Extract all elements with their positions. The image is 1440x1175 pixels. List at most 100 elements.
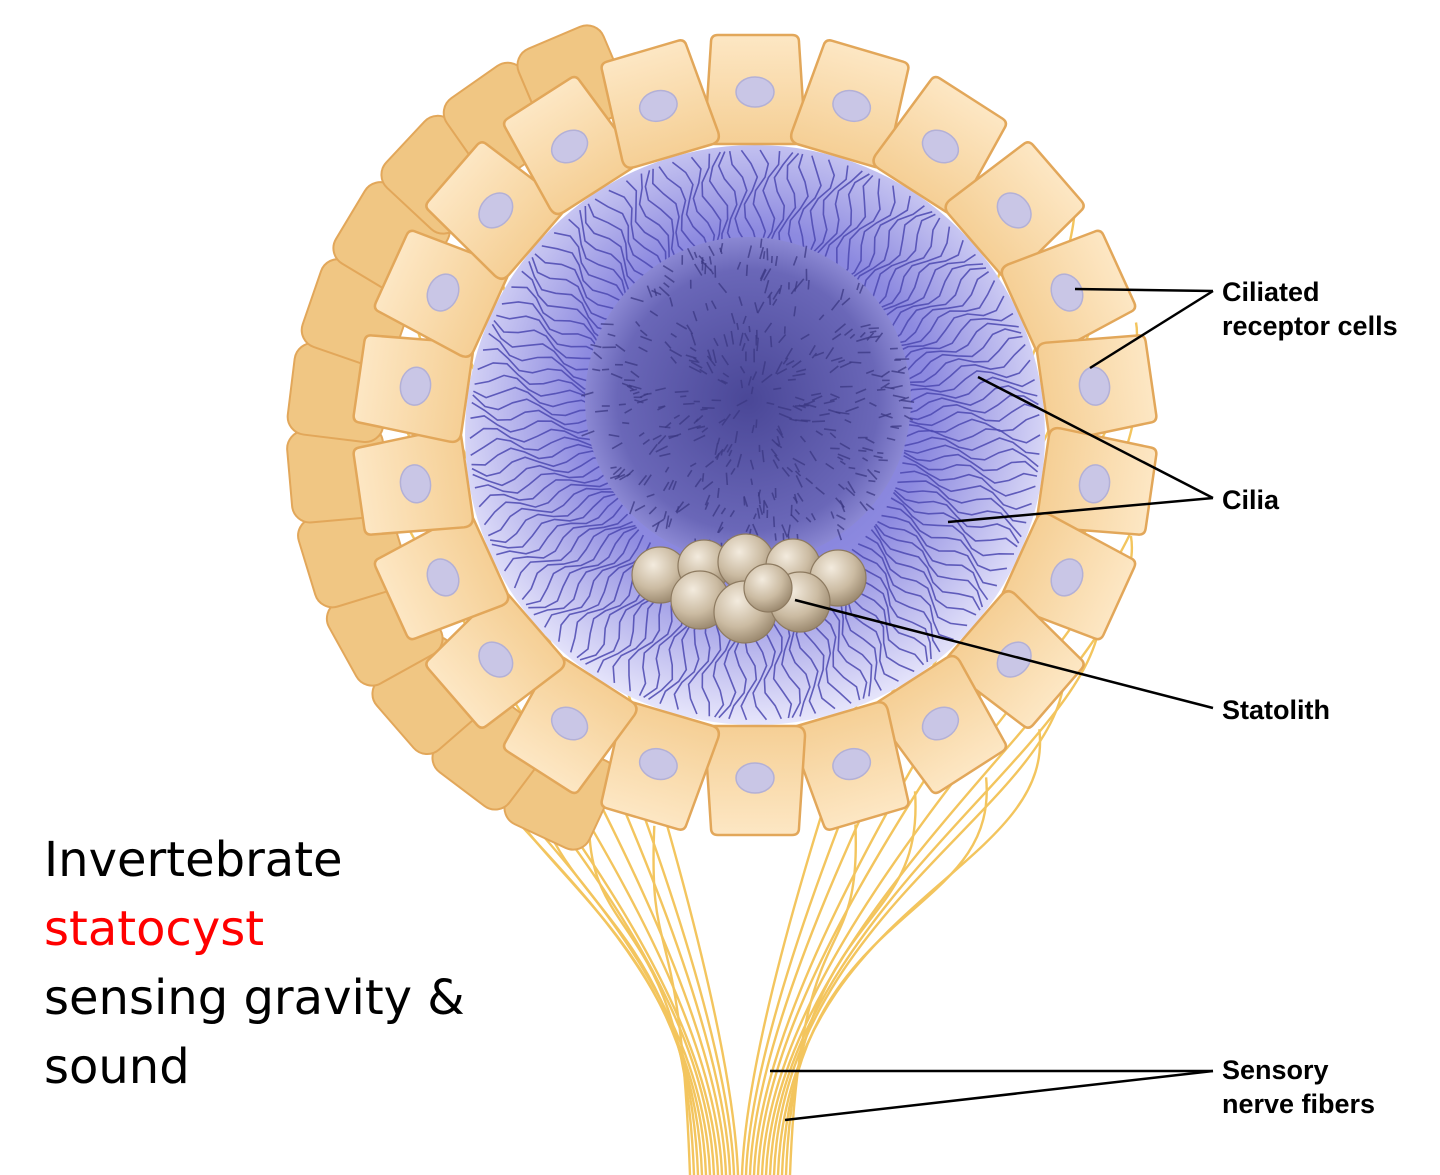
core-fiber [839,460,846,466]
core-fiber [720,379,728,385]
core-fiber [775,442,783,449]
core-fiber [690,361,703,369]
core-fiber [742,315,747,325]
core-fiber [856,282,860,291]
core-fiber [807,279,810,290]
core-fiber [871,373,883,378]
core-fiber [612,466,622,476]
cilium [894,328,1022,381]
core-fiber [694,477,702,488]
core-fiber [745,524,751,533]
core-fiber [867,468,878,480]
receptor-cell [1000,229,1137,358]
core-fiber [787,378,796,381]
leader-nerve-2 [784,1069,1214,1122]
nerve-fiber [788,824,858,1175]
receptor-cell [425,141,566,280]
core-fiber [741,342,746,352]
core-fiber [773,387,782,391]
core-fiber [662,481,670,492]
core-fiber [880,412,893,419]
core-fiber [664,274,675,283]
core-fiber [669,297,674,307]
core-fiber [693,418,699,425]
core-fiber [756,507,761,519]
core-fiber [752,513,757,520]
leader-receptor-1 [1074,287,1214,293]
core-fiber [794,278,805,290]
core-fiber [759,268,767,280]
core-fiber [736,322,740,330]
core-fiber [659,452,671,457]
core-fiber [614,473,626,480]
core-fiber [642,438,650,445]
core-fiber [794,404,809,407]
core-fiber [771,492,776,501]
core-fiber [694,263,703,276]
receptor-cell [373,229,510,358]
caption-line4: sound [44,1039,190,1095]
core-fiber [786,466,794,473]
core-fiber [792,405,803,412]
core-fiber [759,269,767,282]
core-fiber [774,255,778,267]
core-fiber [756,337,759,352]
core-fiber [761,361,766,375]
core-fiber [862,457,869,462]
cilium [904,436,1040,455]
core-fiber [762,251,766,260]
core-fiber [750,478,754,486]
core-fiber [811,420,826,423]
core-fiber [841,297,851,306]
core-fiber [837,453,851,460]
core-fiber [792,496,798,503]
core-fiber [835,497,845,508]
label-statolith-text: Statolith [1222,695,1330,725]
core-fiber [608,433,620,438]
core-fiber [809,450,817,462]
core-fiber [662,265,674,273]
core-fiber [800,333,810,340]
core-fiber [725,472,729,486]
core-fiber [687,425,701,431]
core-fiber [653,288,658,297]
core-fiber [693,251,698,259]
core-fiber [751,424,755,434]
cilium [525,524,636,606]
cell-nucleus [1050,558,1084,597]
core-fiber [837,456,844,461]
core-fiber [849,361,862,364]
core-fiber [860,323,871,328]
core-fiber [781,524,789,538]
cilium [513,513,629,589]
core-fiber [663,510,667,520]
core-fiber [892,394,906,399]
core-fiber [643,392,652,396]
core-fiber [823,400,835,405]
core-fiber [794,470,802,477]
core-fiber [638,474,648,486]
core-fiber [854,397,866,404]
core-fiber [710,300,717,310]
core-fiber [748,325,751,333]
core-fiber [717,378,727,385]
cilium [877,520,989,601]
cilium [890,312,1014,373]
core-fiber [670,356,677,364]
receptor-cell [352,334,475,444]
core-fiber [640,335,653,342]
core-fiber [672,480,677,491]
core-fiber [693,434,706,442]
core-fiber [764,279,770,294]
core-fiber [830,356,843,362]
cilium [899,359,1031,398]
core-fiber [829,365,839,374]
caption-line1: Invertebrate [44,832,343,888]
core-fiber [775,361,783,375]
core-fiber [839,442,851,450]
core-fiber [717,487,720,498]
cell-nucleus [1050,273,1084,312]
core-fiber [873,455,883,459]
core-fiber [747,245,753,258]
cell-nucleus [832,89,872,123]
